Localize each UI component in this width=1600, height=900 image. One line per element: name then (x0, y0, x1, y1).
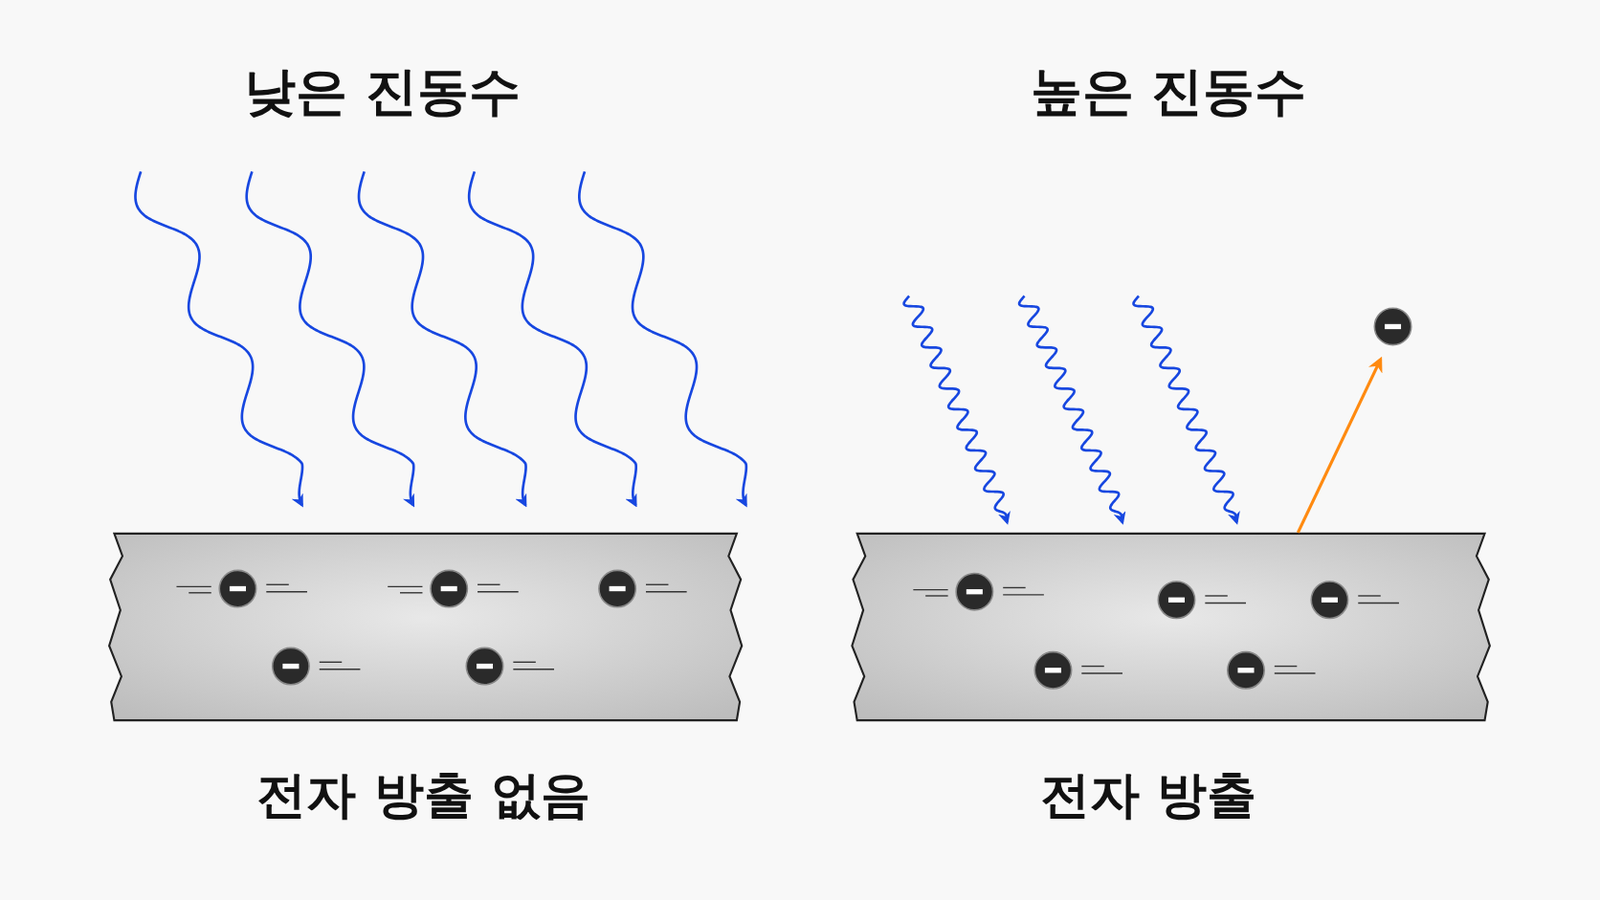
light-wave (578, 171, 747, 506)
light-wave (1019, 295, 1123, 523)
electron (1227, 652, 1316, 689)
metal-plate (109, 533, 742, 721)
electron (387, 570, 518, 607)
light-wave (904, 295, 1008, 523)
frequency-heading: 높은 진동수 (1030, 56, 1308, 127)
electron (176, 570, 307, 607)
electron (1374, 308, 1411, 345)
light-wave (246, 171, 415, 506)
electron (1034, 652, 1123, 689)
electron (466, 647, 555, 685)
light-wave (358, 171, 527, 506)
light-wave (134, 171, 303, 506)
electron (912, 574, 1044, 611)
electron (272, 647, 361, 685)
electron (599, 570, 688, 607)
metal-plate (851, 533, 1489, 721)
light-wave (468, 171, 637, 506)
frequency-heading: 낮은 진동수 (244, 56, 521, 127)
light-wave (1133, 295, 1238, 523)
electron (1157, 581, 1246, 619)
emitted-electron-path (1297, 359, 1380, 534)
electron (1311, 581, 1400, 619)
emission-caption: 전자 방출 (1040, 762, 1257, 830)
emission-caption: 전자 방출 없음 (256, 762, 590, 830)
